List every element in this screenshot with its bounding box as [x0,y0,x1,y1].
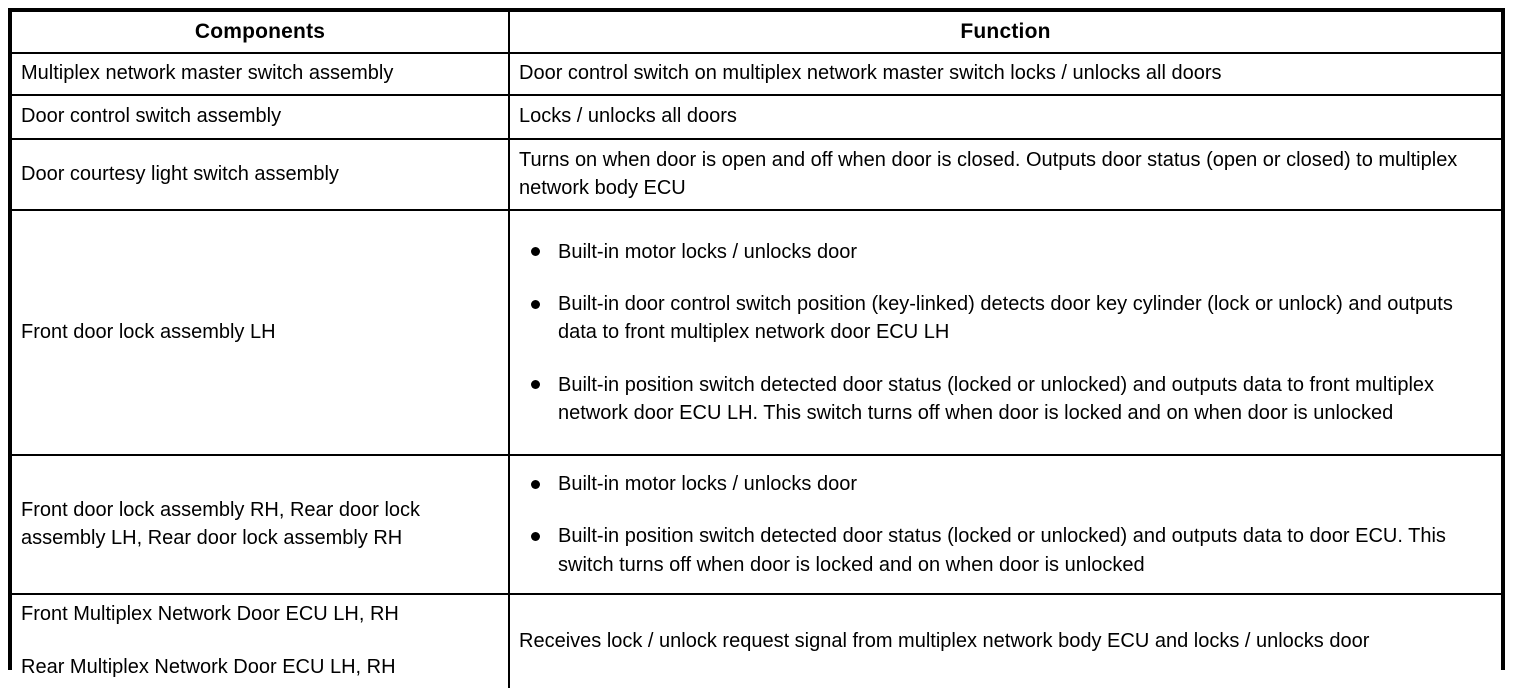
components-function-table: Components Function Multiplex network ma… [12,12,1501,688]
component-line: Front Multiplex Network Door ECU LH, RH [21,603,399,626]
function-text: Receives lock / unlock request signal fr… [519,629,1370,652]
table-row: Front door lock assembly LH Built-in mot… [12,209,1501,456]
list-item: Built-in motor locks / unlocks door [516,238,1485,266]
function-cell: Door control switch on multiplex network… [508,52,1501,96]
list-item-text: Built-in motor locks / unlocks door [558,240,858,263]
table-row: Front door lock assembly RH, Rear door l… [12,453,1501,596]
list-item: Built-in door control switch position (k… [516,290,1485,347]
component-text: Front door lock assembly LH [21,320,276,343]
list-item-text: Built-in position switch detected door s… [558,525,1446,576]
table-row: Door courtesy light switch assembly Turn… [12,138,1501,211]
component-cell: Door control switch assembly [12,94,510,140]
component-text: Front door lock assembly RH, Rear door l… [21,499,421,549]
table-row: Door control switch assembly Locks / unl… [12,94,1501,140]
table-row: Multiplex network master switch assembly… [12,52,1501,96]
component-line: Rear Multiplex Network Door ECU LH, RH [21,656,396,679]
component-text: Door control switch assembly [21,105,282,128]
function-bullet-list: Built-in motor locks / unlocks door Buil… [516,470,1495,579]
component-text: Front Multiplex Network Door ECU LH, RH … [12,595,508,687]
component-cell: Front door lock assembly LH [12,209,510,456]
bullet-icon [531,247,540,257]
component-cell: Door courtesy light switch assembly [12,138,510,211]
function-text: Turns on when door is open and off when … [519,149,1458,199]
header-function-label: Function [960,20,1051,43]
table-row: Front Multiplex Network Door ECU LH, RH … [12,593,1501,688]
component-text: Door courtesy light switch assembly [21,162,339,185]
bullet-icon [531,380,540,390]
list-item: Built-in motor locks / unlocks door [516,470,1485,498]
bullet-icon [531,531,540,541]
function-text: Locks / unlocks all doors [519,105,737,128]
function-bullet-list-wrap: Built-in motor locks / unlocks door Buil… [510,456,1501,593]
header-components: Components [12,12,510,54]
header-function: Function [508,12,1501,54]
function-cell: Locks / unlocks all doors [508,94,1501,140]
function-cell: Receives lock / unlock request signal fr… [508,593,1501,688]
bullet-icon [531,299,540,309]
component-cell: Front door lock assembly RH, Rear door l… [12,453,510,596]
function-text: Door control switch on multiplex network… [519,62,1222,85]
function-cell: Built-in motor locks / unlocks door Buil… [508,209,1501,456]
function-bullet-list-wrap: Built-in motor locks / unlocks door Buil… [510,224,1501,442]
list-item: Built-in position switch detected door s… [516,522,1485,579]
component-cell: Multiplex network master switch assembly [12,52,510,96]
header-components-label: Components [194,20,326,43]
list-item-text: Built-in door control switch position (k… [558,292,1453,344]
component-text: Multiplex network master switch assembly [21,62,394,85]
list-item-text: Built-in motor locks / unlocks door [558,473,858,495]
function-cell: Built-in motor locks / unlocks door Buil… [508,453,1501,596]
table-header-row: Components Function [12,12,1501,54]
spec-table-container: Components Function Multiplex network ma… [8,8,1505,688]
function-cell: Turns on when door is open and off when … [508,138,1501,211]
bullet-icon [531,479,540,489]
component-cell: Front Multiplex Network Door ECU LH, RH … [12,593,510,688]
list-item-text: Built-in position switch detected door s… [558,373,1435,425]
list-item: Built-in position switch detected door s… [516,371,1485,428]
function-bullet-list: Built-in motor locks / unlocks door Buil… [516,238,1495,428]
